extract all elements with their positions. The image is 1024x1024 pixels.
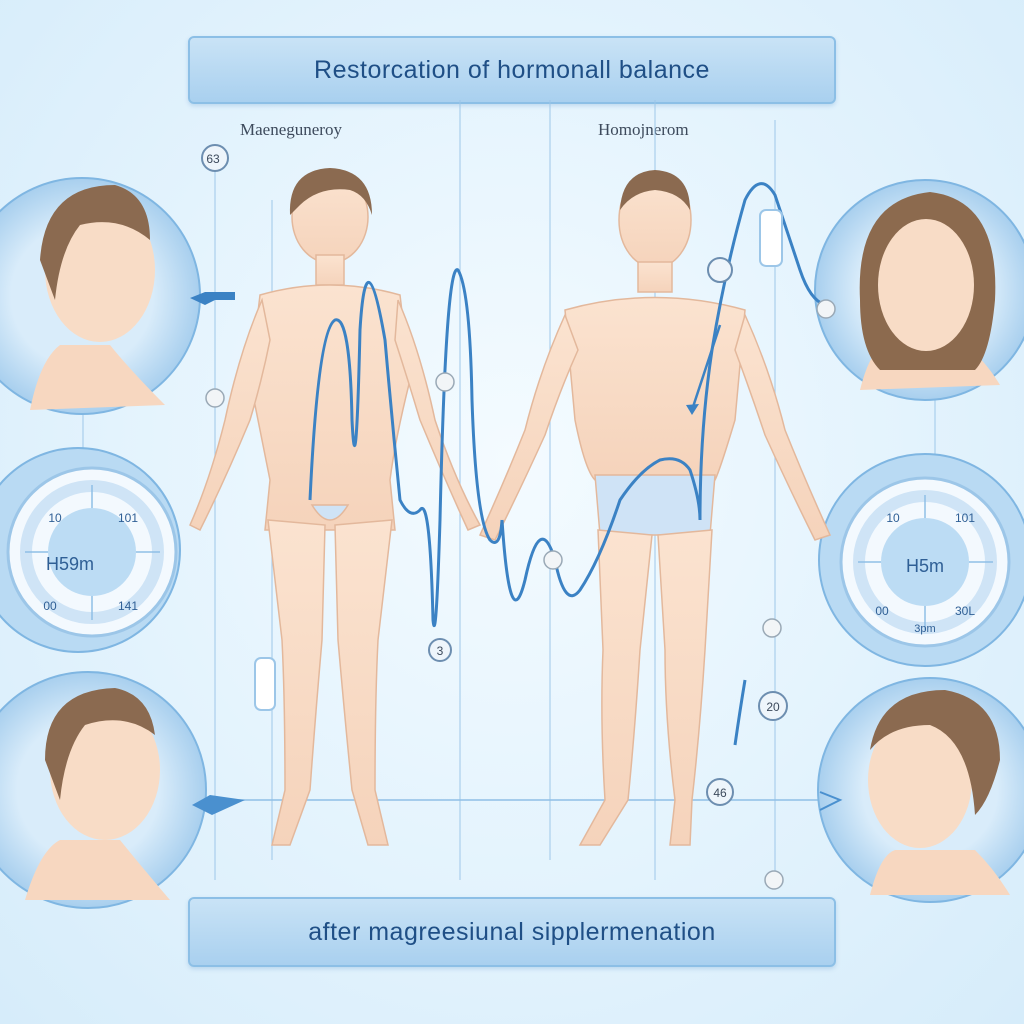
gauge-right-bottom: 3pm xyxy=(914,623,935,635)
left-figure-label: Maeneguneroy xyxy=(240,120,342,139)
gauge-right xyxy=(818,453,1024,667)
female-figure xyxy=(189,168,482,846)
gauge-left-br: 141 xyxy=(118,599,138,613)
gauge-right-tl: 10 xyxy=(886,511,900,525)
gauge-left-bl: 00 xyxy=(43,599,57,613)
title-banner: Restorcation of hormonall balance xyxy=(188,36,836,104)
marker-badge-2 xyxy=(428,638,452,662)
marker-badge-4 xyxy=(706,778,734,806)
subtitle-text: after magreesiunal sipplermenation xyxy=(308,917,716,946)
gauge-left-tl: 10 xyxy=(48,511,62,525)
gauge-right-br: 30L xyxy=(955,604,975,618)
title-text: Restorcation of hormonall balance xyxy=(314,55,710,84)
gauge-right-center: H5m xyxy=(906,556,944,576)
gauge-left-center: H59m xyxy=(46,554,94,574)
hormone-wave-right xyxy=(500,182,826,602)
male-figure xyxy=(478,170,832,846)
subtitle-banner: after magreesiunal sipplermenation xyxy=(188,897,836,967)
gauge-right-bl: 00 xyxy=(875,604,889,618)
face-portrait-top-right xyxy=(814,179,1024,401)
hormone-arrow-line xyxy=(690,324,722,411)
face-portrait-bottom-right xyxy=(817,677,1024,903)
hormone-wave-left xyxy=(308,268,504,628)
marker-badge-1 xyxy=(201,144,229,172)
face-portrait-bottom-left xyxy=(0,671,207,909)
arrow-left-bottom-icon xyxy=(192,795,245,815)
marker-4-text: 46 xyxy=(713,786,727,800)
gauge-left xyxy=(0,447,181,653)
vial-icon xyxy=(759,209,783,267)
face-portrait-top-left xyxy=(0,177,201,415)
arrow-left-top-icon xyxy=(190,292,235,305)
gauge-left-tr: 101 xyxy=(118,511,138,525)
marker-badge-3 xyxy=(758,691,788,721)
node-dots xyxy=(205,299,836,890)
marker-3-text: 20 xyxy=(766,700,780,714)
gauge-right-tr: 101 xyxy=(955,511,975,525)
marker-ring xyxy=(707,257,733,283)
right-figure-label: Homojnerom xyxy=(598,120,689,139)
marker-2-text: 3 xyxy=(437,644,444,658)
vial-icon xyxy=(254,657,276,711)
rising-line xyxy=(733,679,747,746)
arrow-right-bottom-icon xyxy=(819,791,843,811)
marker-1-text: 63 xyxy=(206,152,220,166)
